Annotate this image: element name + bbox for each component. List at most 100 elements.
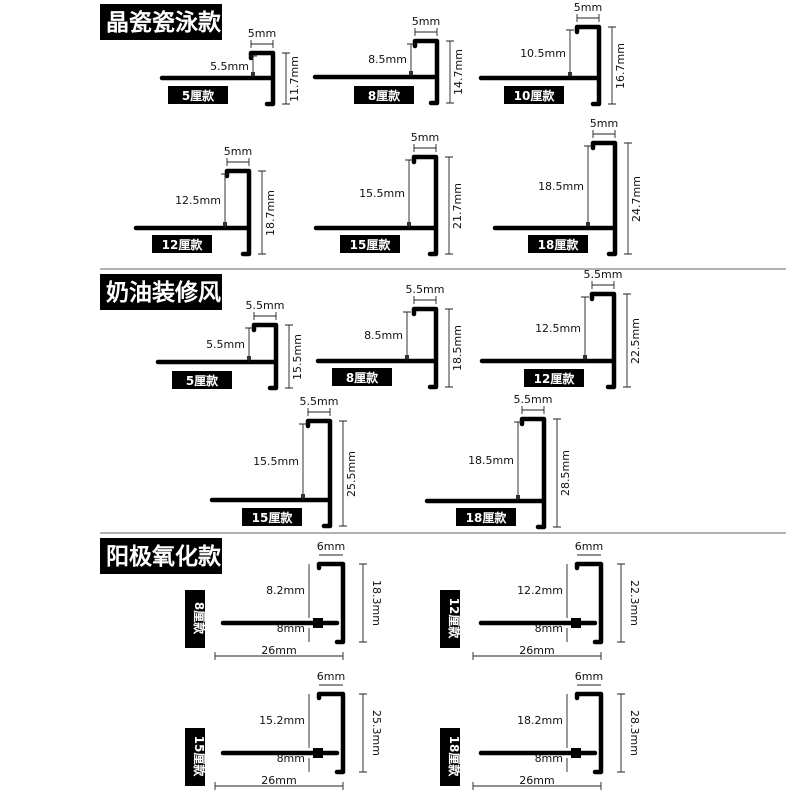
- top-width-label: 5.5mm: [246, 299, 285, 312]
- leg-marker: [583, 355, 587, 359]
- size-tag: 12厘款: [440, 590, 462, 648]
- top-width-label: 5mm: [590, 117, 618, 130]
- height-label: 15.5mm: [291, 334, 304, 380]
- leg-label: 8.5mm: [364, 329, 403, 342]
- height-label: 11.7mm: [288, 56, 301, 102]
- height-label: 18.3mm: [370, 580, 383, 626]
- size-tag: 10厘款: [504, 86, 564, 104]
- leg-marker: [251, 72, 255, 76]
- top-width-label: 5.5mm: [514, 393, 553, 406]
- top-width-dimension: [226, 158, 250, 166]
- size-tag-background: [168, 86, 228, 104]
- lower-label: 8mm: [277, 622, 305, 635]
- leg-marker: [407, 222, 411, 226]
- t-profile-connector: [313, 618, 323, 628]
- leg-dimension: [221, 173, 229, 228]
- size-tag-label: 8厘款: [346, 370, 379, 385]
- base-width-dimension: [472, 652, 602, 660]
- top-width-label: 5.5mm: [300, 395, 339, 408]
- top-width-label: 5mm: [248, 27, 276, 40]
- base-width-label: 26mm: [519, 774, 554, 787]
- height-label: 14.7mm: [452, 49, 465, 95]
- size-tag-label: 5厘款: [182, 88, 215, 103]
- l-profile-shape: [312, 38, 440, 106]
- height-dimension: [282, 52, 290, 105]
- l-profile-shape: [492, 140, 618, 257]
- top-width-dimension: [591, 281, 615, 289]
- height-label: 22.3mm: [628, 580, 641, 626]
- height-label: 22.5mm: [629, 318, 642, 364]
- size-tag-background: [456, 508, 516, 526]
- size-tag-label: 18厘款: [466, 510, 508, 525]
- size-tag: 15厘款: [340, 235, 400, 253]
- size-tag: 8厘款: [354, 86, 414, 104]
- size-tag: 12厘款: [152, 235, 212, 253]
- top-width-dimension: [307, 408, 331, 416]
- size-tag-background: [354, 86, 414, 104]
- l-profile-shape: [159, 50, 276, 107]
- leg-dimension: [403, 311, 411, 361]
- leg-label: 5.5mm: [206, 338, 245, 351]
- height-dimension: [445, 308, 453, 388]
- t-profile-connector: [313, 748, 323, 758]
- leg-label: 18.5mm: [538, 180, 584, 193]
- leg-marker: [409, 71, 413, 75]
- size-tag-label: 12厘款: [447, 598, 462, 640]
- section-header-crystal: 晶瓷瓷泳款: [100, 4, 222, 40]
- top-width-label: 6mm: [317, 540, 345, 553]
- base-width-dimension: [472, 782, 602, 790]
- section-title-anodized: 阳极氧化款: [106, 543, 222, 570]
- size-tag-background: [152, 235, 212, 253]
- section-header-cream: 奶油装修风: [100, 274, 222, 310]
- height-dimension: [617, 693, 625, 773]
- leg-label: 5.5mm: [210, 60, 249, 73]
- upper-label: 8.2mm: [266, 584, 305, 597]
- l-profiles-layer: 5mm 5.5mm 11.7mm 5厘款 5mm 8.5mm 14.7mm 8厘款 5mm 10.…: [133, 1, 643, 530]
- size-tag: 18厘款: [440, 728, 462, 786]
- size-tag-background: [332, 368, 392, 386]
- leg-label: 10.5mm: [520, 47, 566, 60]
- height-dimension: [339, 420, 347, 527]
- top-width-dimension: [592, 130, 616, 138]
- base-width-label: 26mm: [261, 774, 296, 787]
- l-profile-cream-5: 5.5mm 18.5mm 28.5mm 18厘款: [424, 393, 572, 530]
- leg-marker: [301, 494, 305, 498]
- size-tag-label: 18厘款: [447, 736, 462, 778]
- top-width-label: 5mm: [574, 1, 602, 14]
- t-profile-shape: [316, 561, 346, 645]
- leg-label: 18.5mm: [468, 454, 514, 467]
- size-tag-label: 18厘款: [538, 237, 580, 252]
- height-dimension: [553, 418, 561, 528]
- height-label: 28.3mm: [628, 710, 641, 756]
- top-width-label: 6mm: [575, 670, 603, 683]
- size-tag: 8厘款: [332, 368, 392, 386]
- leg-label: 15.5mm: [253, 455, 299, 468]
- base-width-dimension: [214, 652, 344, 660]
- top-width-label: 5.5mm: [584, 268, 623, 281]
- leg-label: 8.5mm: [368, 53, 407, 66]
- top-width-dimension: [414, 28, 438, 36]
- l-profile-crystal-1: 5mm 5.5mm 11.7mm 5厘款: [159, 27, 301, 107]
- height-label: 28.5mm: [559, 450, 572, 496]
- top-width-dimension: [576, 14, 600, 22]
- l-profile-shape: [209, 418, 333, 529]
- size-tag-background: [185, 728, 205, 786]
- size-tag-background: [172, 371, 232, 389]
- leg-marker: [586, 222, 590, 226]
- leg-marker: [516, 495, 520, 499]
- height-dimension: [623, 293, 631, 388]
- size-tag: 12厘款: [524, 369, 584, 387]
- size-tag-label: 15厘款: [252, 510, 294, 525]
- size-tag-label: 15厘款: [192, 736, 207, 778]
- base-width-dimension: [214, 782, 344, 790]
- height-dimension: [285, 324, 293, 389]
- leg-marker: [568, 72, 572, 76]
